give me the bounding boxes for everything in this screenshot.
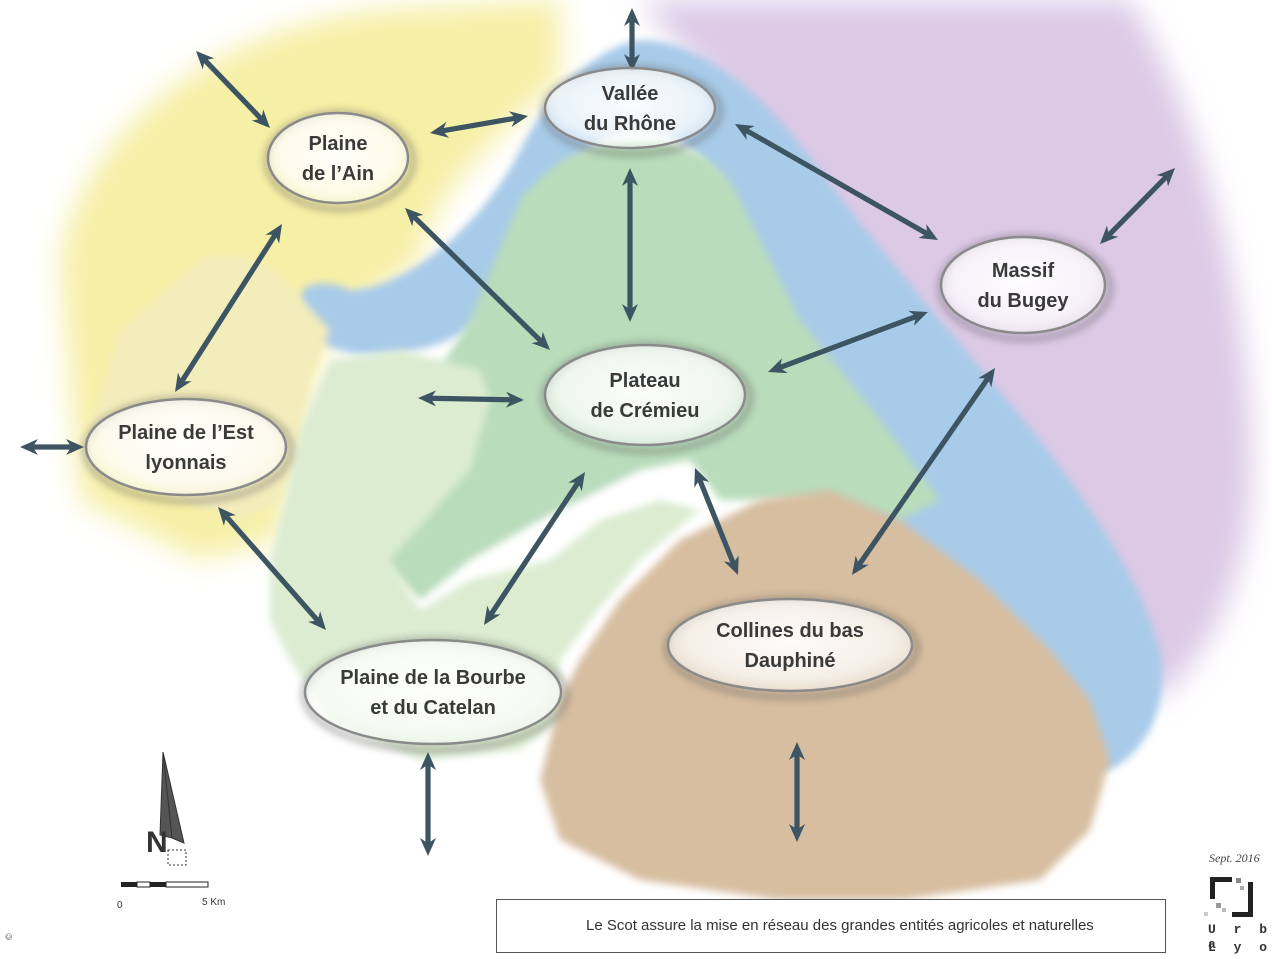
link-arrow-massif-du-bugey-to-collines-du-bas-dauphine [852,368,995,575]
entity-label-collines-du-bas-dauphine-2: Dauphiné [744,650,835,672]
svg-text:©: © [4,933,14,940]
external-arrow-ne [1100,168,1175,244]
scale-start-label: 0 [117,900,123,911]
north-arrow-icon [159,751,185,844]
entity-label-massif-du-bugey-1: Massif [992,260,1055,282]
external-arrow-s [420,752,436,856]
entity-label-plaine-de-la-bourbe-et-du-catelan-2: et du Catelan [370,697,496,719]
link-arrow-plateau-de-cremieu-to-collines-du-bas-dauphine [694,468,739,575]
entity-label-plateau-de-cremieu-1: Plateau [609,370,680,392]
legend-box [496,899,1166,953]
entity-plaine-de-l-est-lyonnais: Plaine de l’Est lyonnais [82,396,294,504]
external-arrow-s2 [789,742,805,842]
link-arrow-massif-du-bugey-to-plateau-de-cremieu [768,310,928,374]
entity-label-plateau-de-cremieu-2: de Crémieu [591,400,700,422]
link-arrow-plaine-de-l-est-lyonnais-to-plaine-de-la-bourbe-et-du-catelan [218,507,326,630]
link-arrow-plaine-de-l-ain-to-vallee-du-rhone [430,111,528,138]
entity-label-plaine-de-l-est-lyonnais-1: Plaine de l’Est [118,422,254,444]
logo-date: Sept. 2016 [1209,851,1260,865]
entity-label-plaine-de-l-est-lyonnais-2: lyonnais [145,452,226,474]
link-arrow-vallee-du-rhone-to-plateau-de-cremieu [622,168,638,322]
link-arrow-plaine-de-l-ain-to-plaine-de-l-est-lyonnais [175,224,282,392]
link-arrow-vallee-du-rhone-to-massif-du-bugey [735,124,938,240]
entity-vallee-du-rhone: Vallée du Rhône [541,65,723,157]
entity-label-massif-du-bugey-2: du Bugey [977,290,1069,312]
north-arrow-label: N [146,826,168,859]
entity-plateau-de-cremieu: Plateau de Crémieu [541,342,753,454]
external-arrow-n [624,8,640,72]
legend-text: Le Scot assure la mise en réseau des gra… [586,917,1094,934]
entity-label-collines-du-bas-dauphine-1: Collines du bas [716,620,864,642]
entity-plaine-de-l-ain: Plaine de l’Ain [264,110,416,212]
external-arrow-nw [196,51,270,128]
entity-label-plaine-de-l-ain-2: de l’Ain [302,163,374,185]
external-arrow-center-w [418,390,524,408]
scale-end-label: 5 Km [202,897,226,908]
logo-icon [1204,877,1253,917]
entity-label-vallee-du-rhone-2: du Rhône [584,113,676,135]
external-arrow-w [20,439,84,455]
entity-label-vallee-du-rhone-1: Vallée [602,83,659,105]
scale-bar [121,881,209,888]
logo-word-urba: U r b a [1208,922,1272,952]
link-arrow-plateau-de-cremieu-to-plaine-de-la-bourbe-et-du-catelan [484,472,585,625]
arrows-layer [20,8,1175,856]
link-arrow-plaine-de-l-ain-to-plateau-de-cremieu [405,208,550,350]
entity-plaine-de-la-bourbe-et-du-catelan: Plaine de la Bourbe et du Catelan [301,637,569,753]
entity-label-plaine-de-l-ain-1: Plaine [309,133,368,155]
copyright-mark: © [4,933,14,940]
entity-label-plaine-de-la-bourbe-et-du-catelan-1: Plaine de la Bourbe [340,667,526,689]
north-arrow: N [146,751,187,866]
entity-massif-du-bugey: Massif du Bugey [937,234,1113,342]
logo-word-lyon: L y o n [1208,940,1272,959]
